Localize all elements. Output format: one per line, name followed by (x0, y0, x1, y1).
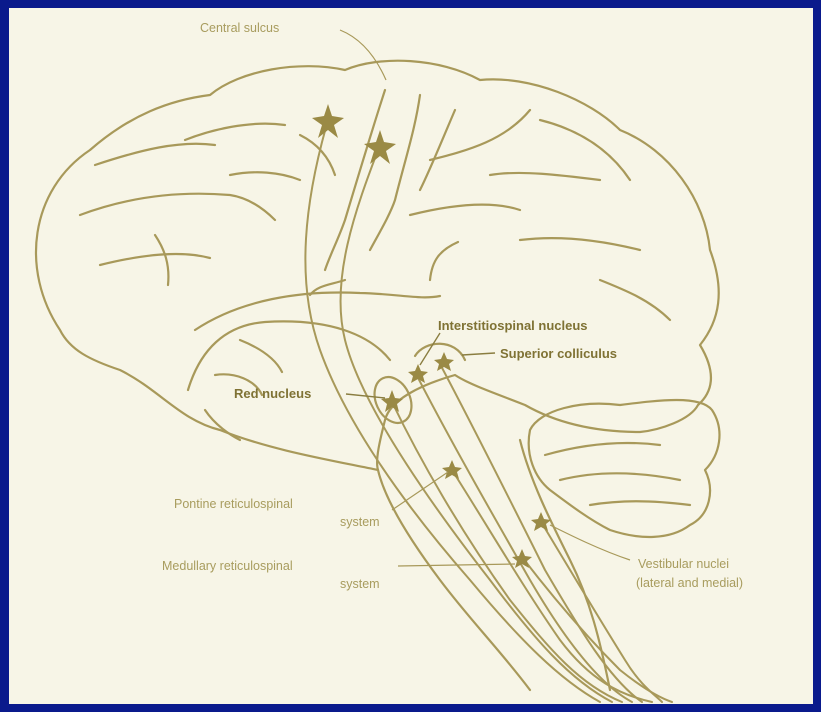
sulcus-line (155, 235, 168, 285)
rubrospinal-tract (392, 402, 622, 702)
sulcus-line (600, 280, 670, 320)
sulcus-line (540, 120, 630, 180)
sulcus-line (520, 238, 640, 250)
motor-cortex-star (312, 104, 344, 138)
vestibulospinal-tract (540, 520, 662, 702)
sulcus-line (240, 340, 282, 372)
sulcus-line (230, 172, 300, 180)
label-medullary-line2: system (340, 577, 380, 591)
red-nucleus-star (381, 390, 403, 412)
tectospinal-tract (440, 364, 642, 702)
superior-colliculus-outline (415, 344, 465, 360)
sulcus-line (100, 254, 210, 265)
superior-colliculus-star (434, 352, 454, 371)
sulcus-line (95, 144, 215, 165)
motor-cortex-star (364, 130, 396, 164)
interstitiospinal-tract (415, 372, 632, 702)
brainstem-outline (378, 470, 530, 690)
brain-diagram: Central sulcus Interstitiospinal nucleus… (9, 8, 813, 704)
sulcus-line (420, 110, 455, 190)
cerebellum-folia (545, 443, 660, 455)
label-pontine-line1: Pontine reticulospinal (174, 497, 293, 511)
label-red-nucleus: Red nucleus (234, 386, 311, 401)
sulcus-line (430, 242, 458, 280)
sulcus-line (300, 135, 335, 175)
sulcus-line (410, 205, 520, 215)
cerebellum-folia (590, 501, 690, 505)
superior-colliculus-leader (462, 353, 495, 355)
label-interstitiospinal-nucleus: Interstitiospinal nucleus (438, 318, 588, 333)
sulcus-line (370, 95, 420, 250)
interstitiospinal-star (408, 364, 428, 383)
central-sulcus-leader (340, 30, 386, 80)
sulcus-line (185, 124, 285, 140)
diagram-panel: Central sulcus Interstitiospinal nucleus… (9, 8, 813, 704)
label-vestibular-line2: (lateral and medial) (636, 576, 743, 590)
sulcus-line (490, 173, 600, 180)
pontine-star (442, 460, 462, 479)
label-vestibular-line1: Vestibular nuclei (638, 557, 729, 571)
label-pontine-line2: system (340, 515, 380, 529)
label-superior-colliculus: Superior colliculus (500, 346, 617, 361)
label-central-sulcus: Central sulcus (200, 21, 279, 35)
label-medullary-line1: Medullary reticulospinal (162, 559, 293, 573)
cerebellum-folia (560, 473, 680, 480)
sulcus-line (80, 194, 275, 220)
